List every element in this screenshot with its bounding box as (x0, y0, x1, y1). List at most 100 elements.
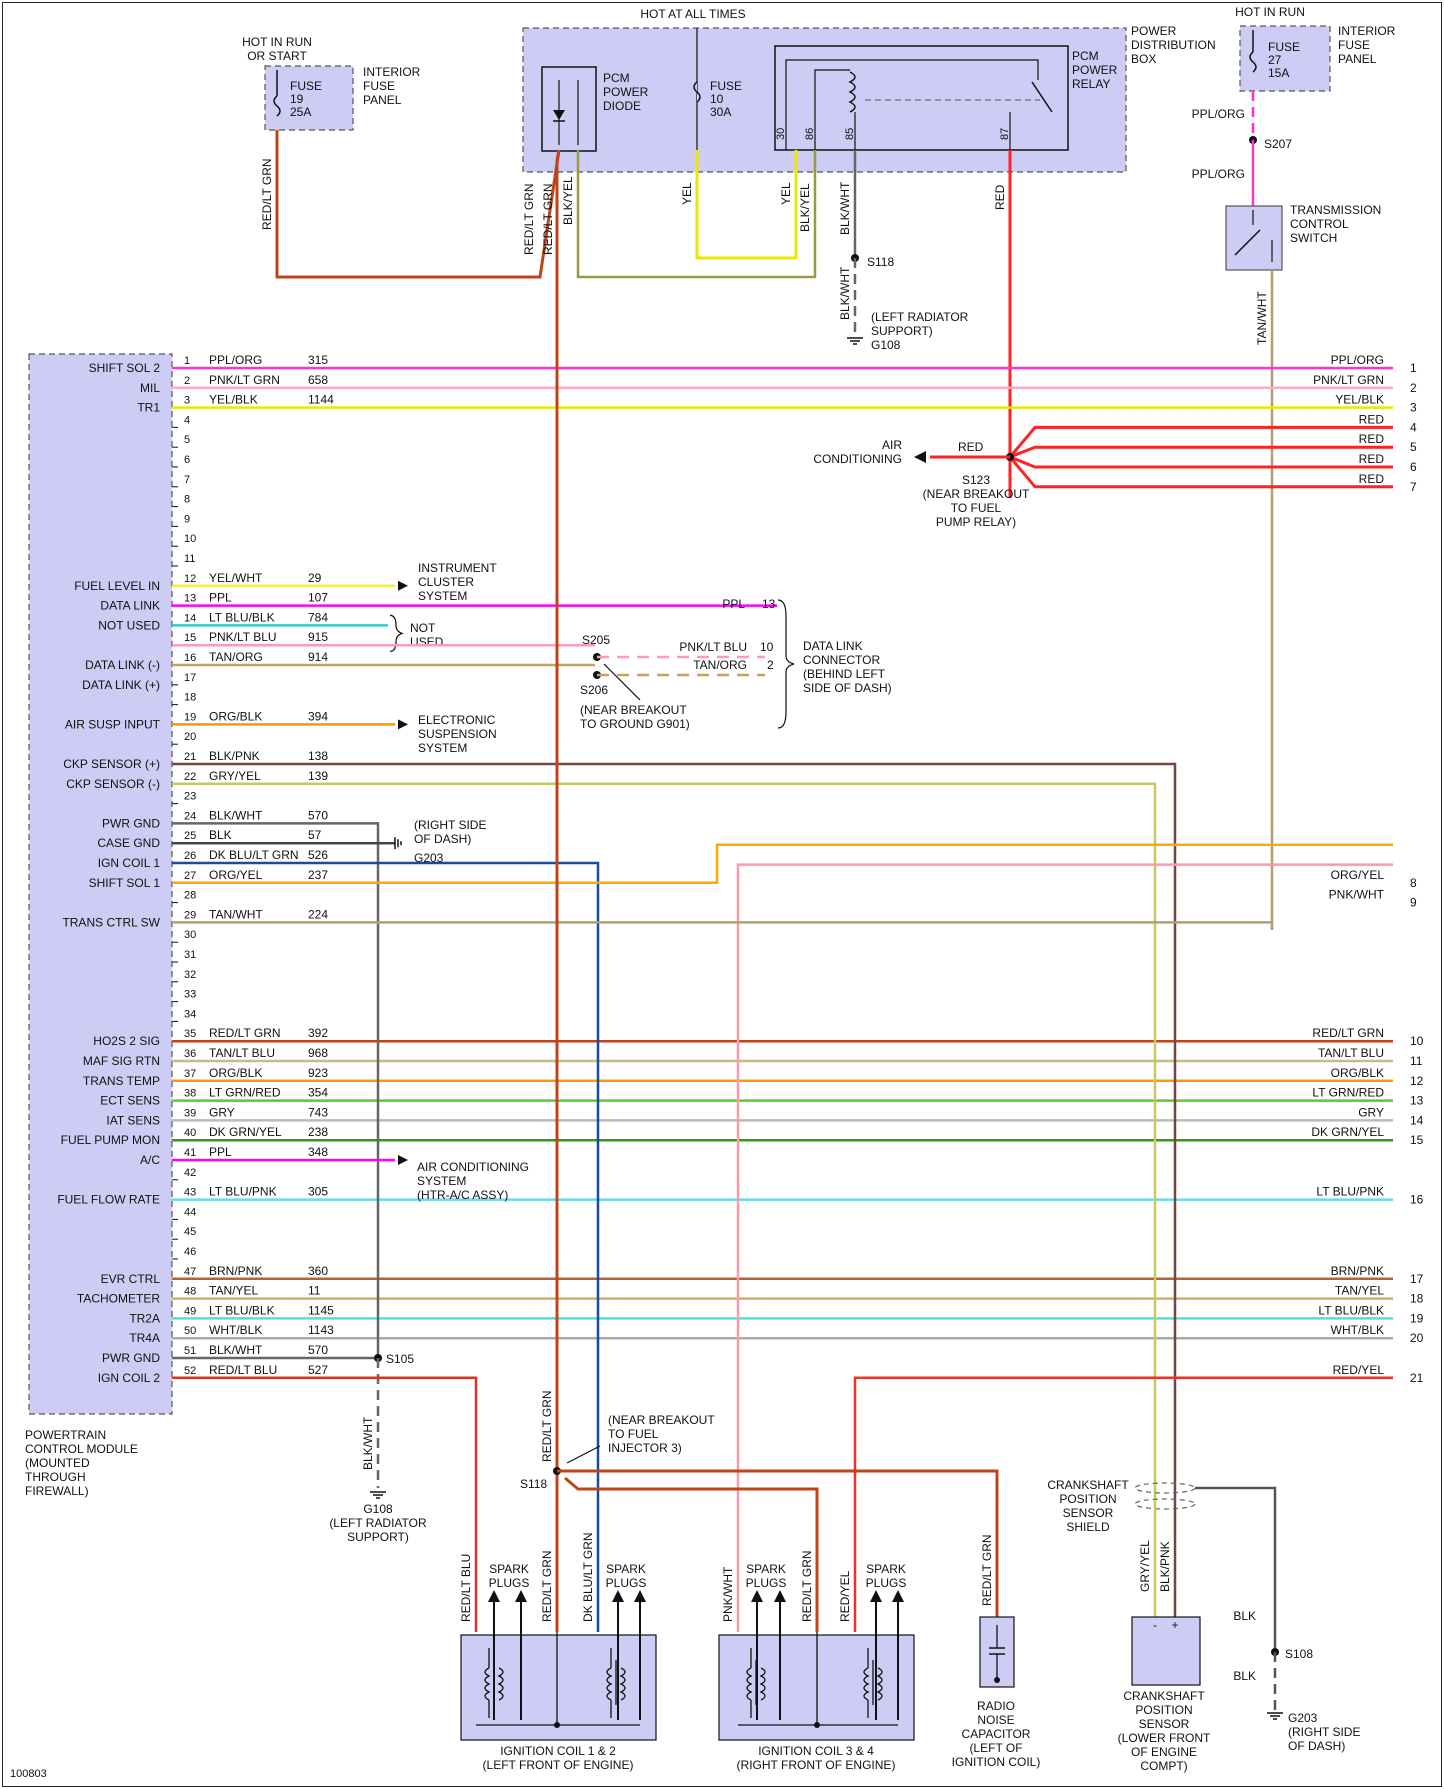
ckp-sensor-label: OF ENGINE (1131, 1745, 1197, 1759)
spark-plugs-label: PLUGS (866, 1576, 907, 1590)
coil-icon (876, 1667, 883, 1701)
pin-wire-color: PPL/ORG (209, 353, 262, 367)
right-connector-number: 3 (1410, 401, 1417, 415)
pin-wire-color: ORG/BLK (209, 709, 262, 723)
pin-circuit-number: 107 (308, 591, 328, 605)
pin-number: 4 (184, 414, 190, 426)
pin-wire-color: DK BLU/LT GRN (209, 848, 299, 862)
pin-number: 43 (184, 1187, 196, 1199)
right-connector-number: 1 (1410, 361, 1417, 375)
ac-system-label: SYSTEM (417, 1174, 466, 1188)
ac-system-label: AIR CONDITIONING (417, 1160, 529, 1174)
pin-number: 39 (184, 1107, 196, 1119)
g203-bottom-label: (RIGHT SIDE (1288, 1725, 1360, 1739)
pin-number: 21 (184, 751, 196, 763)
ignition-coil-3-4-label: (RIGHT FRONT OF ENGINE) (737, 1758, 896, 1772)
hot-in-run-label: OR START (247, 49, 307, 63)
pin-circuit-number: 1144 (308, 393, 334, 407)
arrow-up-icon (870, 1590, 882, 1602)
wire-red-lt-grn (275, 130, 561, 279)
brace-icon (777, 599, 795, 729)
arrow-up-icon (634, 1590, 646, 1602)
right-connector-number: 17 (1410, 1272, 1424, 1286)
wire-label: PNK/LT BLU (679, 640, 747, 654)
s105-label: S105 (386, 1352, 414, 1366)
relay-coil-icon (848, 71, 856, 113)
arrow-right-icon (398, 580, 408, 591)
pin-function-label: TRANS TEMP (83, 1074, 160, 1088)
wire-red (1008, 425, 1393, 458)
right-connector-number: 16 (1410, 1193, 1424, 1207)
data-link-connector-label: DATA LINK (803, 639, 863, 653)
s206-label: S206 (580, 683, 608, 697)
interior-fuse-panel-2-label: FUSE (1338, 38, 1370, 52)
pin-number: 23 (184, 791, 196, 803)
data-link-connector-label: (BEHIND LEFT (803, 667, 886, 681)
interior-fuse-panel-2-label: INTERIOR (1338, 24, 1396, 38)
pin-number: 46 (184, 1246, 196, 1258)
pin-number: 8 (184, 494, 190, 506)
pin-number: 49 (184, 1305, 196, 1317)
pointer-line (566, 1445, 601, 1464)
pin-number: 42 (184, 1167, 196, 1179)
pin-number: 13 (184, 593, 196, 605)
fuse-10-label: FUSE (710, 79, 742, 93)
pin-number: 34 (184, 1008, 196, 1020)
pin-circuit-number: 394 (308, 709, 328, 723)
pin-number: 36 (184, 1048, 196, 1060)
pin-circuit-number: 348 (308, 1145, 328, 1159)
pcm-wire-pin-26 (172, 861, 600, 1632)
pin-wire-color: WHT/BLK (209, 1323, 262, 1337)
pcm-label: FIREWALL) (25, 1484, 89, 1498)
wire-label: GRY/YEL (1138, 1540, 1152, 1592)
spark-plugs-label: PLUGS (746, 1576, 787, 1590)
interior-fuse-panel-2-label: PANEL (1338, 52, 1377, 66)
pin-function-label: CKP SENSOR (+) (63, 757, 160, 771)
pcm-wire-pin-52 (172, 1376, 478, 1632)
power-distribution-box-label: DISTRIBUTION (1131, 38, 1216, 52)
right-wire-color: RED (1359, 412, 1385, 426)
right-wire-color: LT BLU/BLK (1318, 1303, 1384, 1317)
coil-icon (606, 1648, 613, 1701)
pin-function-label: TR4A (129, 1331, 160, 1345)
wire-label: RED/LT GRN (540, 1550, 554, 1622)
ckp-shield-label: CRANKSHAFT (1047, 1478, 1129, 1492)
pcm-label: (MOUNTED (25, 1456, 90, 1470)
instrument-cluster-label: INSTRUMENT (418, 561, 497, 575)
pin-circuit-number: 784 (308, 610, 328, 624)
relay-switch-icon (1031, 81, 1053, 113)
pin-function-label: MAF SIG RTN (83, 1054, 160, 1068)
relay-pin-30: 30 (775, 128, 787, 140)
right-connector-number: 18 (1410, 1292, 1424, 1306)
pin-wire-color: ORG/BLK (209, 1066, 262, 1080)
pin-wire-color: LT BLU/BLK (209, 610, 275, 624)
pointer-line (603, 663, 641, 701)
wire-label: RED/LT GRN (540, 1390, 554, 1462)
pcm-box (28, 353, 173, 1415)
wire-label: RED/LT GRN (522, 183, 536, 255)
right-connector-number: 8 (1410, 876, 1417, 890)
right-wire-color: TAN/YEL (1335, 1284, 1384, 1298)
not-used-label: USED (410, 635, 444, 649)
pin-number: 30 (184, 929, 196, 941)
pin-circuit-number: 570 (308, 1343, 328, 1357)
wire-red-lt-grn (564, 1476, 819, 1632)
pin-function-label: NOT USED (98, 618, 160, 632)
wire-label: RED/LT GRN (980, 1534, 994, 1606)
wire-label: TAN/WHT (1255, 291, 1269, 345)
pin-number: 22 (184, 771, 196, 783)
pcm-label: THROUGH (25, 1470, 86, 1484)
wire-red-yel (853, 1376, 1393, 1632)
pin-circuit-number: 29 (308, 571, 322, 585)
right-wire-color: RED/LT GRN (1312, 1026, 1384, 1040)
pin-number: 40 (184, 1127, 196, 1139)
data-link-connector-label: SIDE OF DASH) (803, 681, 892, 695)
ignition-coil-3-4-label: IGNITION COIL 3 & 4 (758, 1744, 874, 1758)
ckp-sensor-label: CRANKSHAFT (1123, 1689, 1205, 1703)
ckp-shield-label: SHIELD (1066, 1520, 1110, 1534)
right-connector-number: 19 (1410, 1311, 1424, 1325)
pin-function-label: TRANS CTRL SW (62, 915, 160, 929)
hot-in-run-2-label: HOT IN RUN (1235, 5, 1305, 19)
pin-number: 28 (184, 890, 196, 902)
pin-function-label: A/C (140, 1153, 160, 1167)
